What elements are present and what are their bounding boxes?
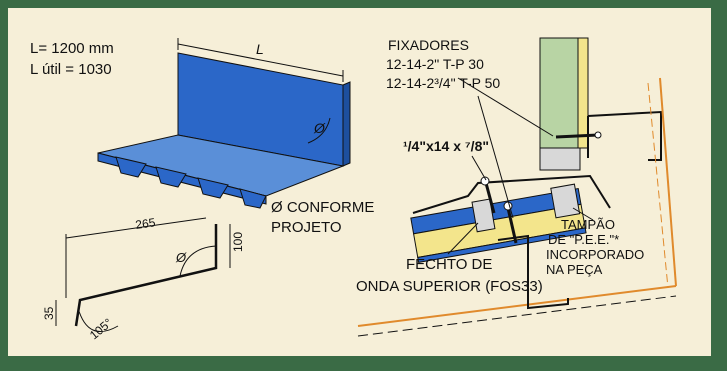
- conforme-label-line1: Ø CONFORME: [271, 199, 374, 216]
- profile-angle-arc: [179, 245, 217, 277]
- conforme-label-line2: PROJETO: [271, 219, 342, 236]
- angle-105-arc: [77, 307, 119, 332]
- flange-end: [342, 81, 351, 167]
- fixadores-line2: 12-14-2³/4" T-P 50: [386, 75, 500, 91]
- angle-105-label: 105°: [87, 315, 115, 342]
- roof-panel-bottom: [417, 227, 587, 263]
- screw-spec-label: ¹/4"x14 x ⁷/8": [403, 138, 489, 154]
- fecho-label-line2: ONDA SUPERIOR (FOS33): [356, 278, 543, 295]
- dim-line-L: [177, 43, 344, 77]
- leader-fixadores-2: [477, 95, 514, 219]
- column-line-2: [647, 82, 669, 289]
- purlin-lower: [497, 234, 569, 310]
- tampao-label-line1: TAMPÃO: [561, 217, 615, 232]
- wall-screw-head: [594, 131, 602, 139]
- profile-section: [74, 224, 218, 327]
- dim-35-label: 35: [42, 306, 56, 320]
- angle-symbol-label: Ø: [313, 120, 326, 136]
- column-line-1: [659, 77, 677, 287]
- dim-100-label: 100: [231, 232, 245, 252]
- angle-arc: [307, 117, 331, 144]
- pee-plug: [550, 183, 581, 219]
- technical-drawing: L= 1200 mm L útil = 1030 L: [30, 37, 677, 342]
- drawing-panel: L= 1200 mm L útil = 1030 L: [8, 8, 711, 356]
- roof-panel: [410, 183, 587, 263]
- wall-panel-core: [577, 37, 589, 149]
- dim-line-265: [65, 217, 207, 239]
- roof-screw-1-head: [480, 176, 490, 186]
- tampao-label-line2: DE "P.E.E."*: [548, 232, 619, 247]
- purlin-upper: [587, 110, 662, 161]
- tampao-label-line4: NA PEÇA: [546, 262, 603, 277]
- leader-tampao: [572, 207, 594, 221]
- wall-panel-cap: [539, 147, 581, 171]
- flashing-over: [412, 174, 611, 214]
- tampao-label-line3: INCORPORADO: [546, 247, 644, 262]
- leader-fixadores-1: [457, 77, 554, 137]
- roof-screw-1: [484, 182, 496, 214]
- length-total-label: L= 1200 mm: [30, 40, 114, 57]
- length-useful-label: L útil = 1030: [30, 61, 112, 78]
- fixadores-title: FIXADORES: [388, 37, 469, 53]
- corrugations: [115, 156, 267, 209]
- slope-line-1: [357, 285, 677, 327]
- leader-screw: [471, 155, 487, 181]
- fecho-label-line1: FECHTO DE: [406, 256, 492, 273]
- leader-fecho: [447, 222, 479, 255]
- slope-line-2: [357, 295, 677, 337]
- fixadores-line1: 12-14-2" T-P 30: [386, 56, 484, 72]
- profile-angle-label: Ø: [175, 250, 187, 265]
- dim-265-label: 265: [134, 215, 156, 232]
- dim-L-label: L: [256, 41, 264, 57]
- wall-screw: [555, 133, 599, 139]
